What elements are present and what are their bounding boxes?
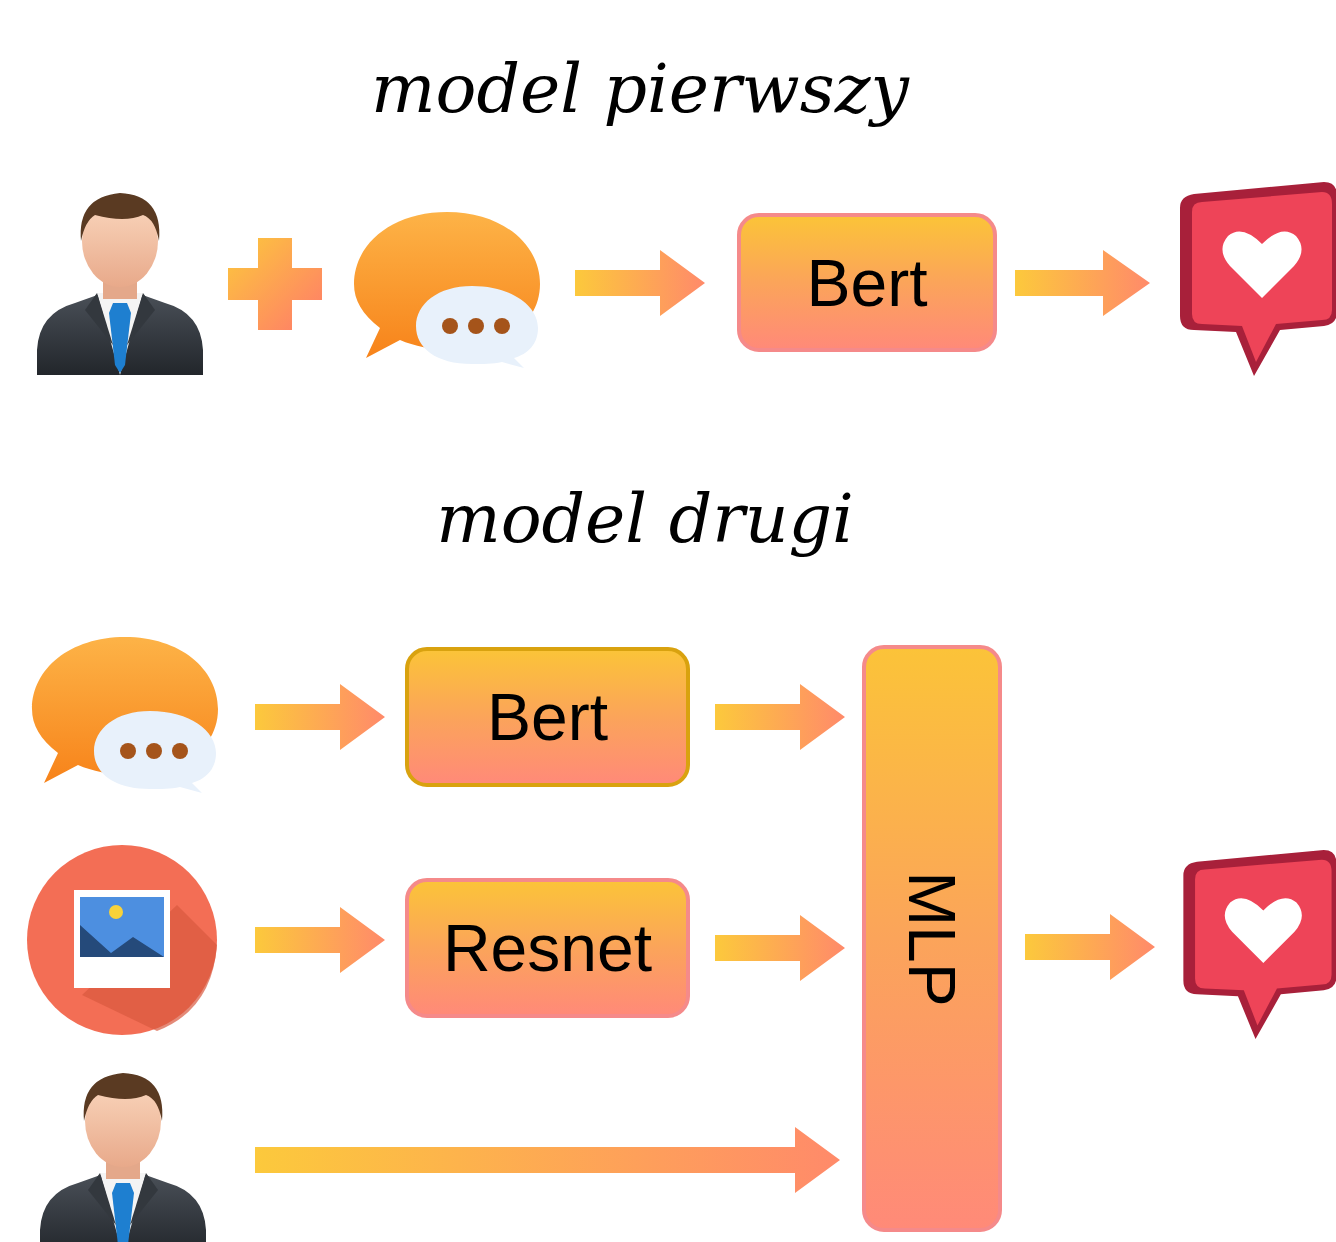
flow-arrow	[715, 684, 845, 750]
box-label: Bert	[806, 250, 927, 316]
box-label: Resnet	[443, 915, 652, 981]
box-label: MLP	[899, 871, 965, 1007]
flow-arrow	[715, 915, 845, 981]
process-box: Bert	[405, 647, 690, 787]
box-label: Bert	[487, 684, 608, 750]
section-heading: model drugi	[436, 478, 854, 560]
process-box: Resnet	[405, 878, 690, 1018]
process-box: MLP	[862, 645, 1002, 1232]
section-heading: model pierwszy	[371, 48, 909, 130]
process-box: Bert	[737, 213, 997, 352]
